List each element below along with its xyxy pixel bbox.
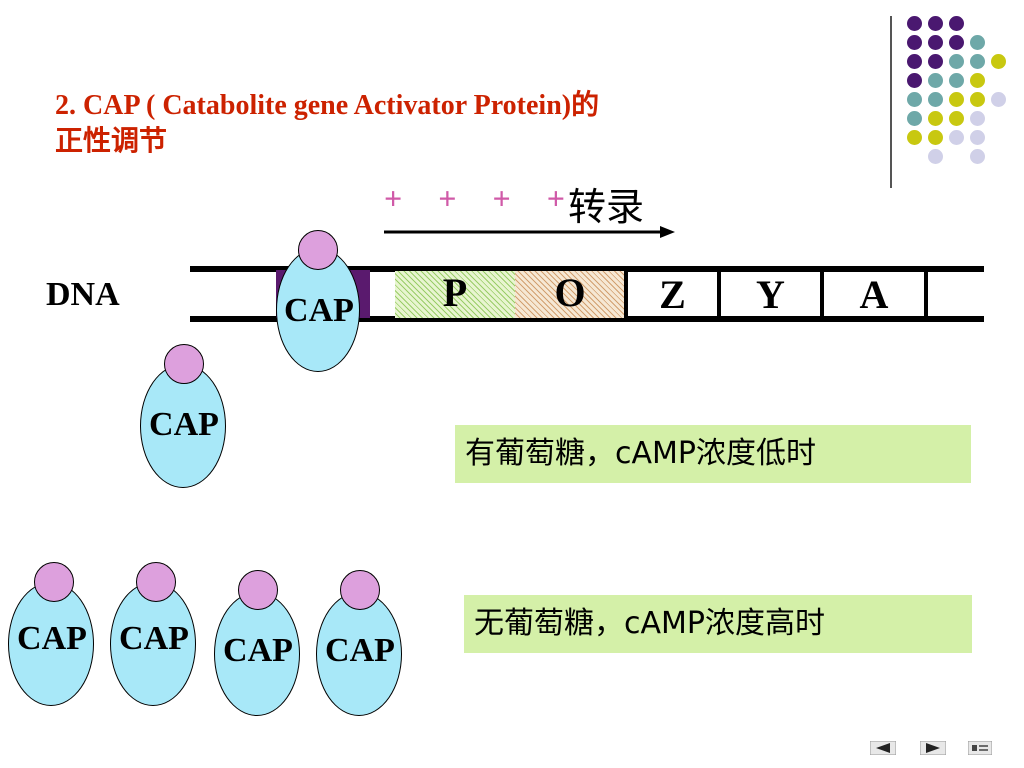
dna-strand-bottom <box>190 316 984 322</box>
dna-label: DNA <box>46 276 120 313</box>
gene-label-a: A <box>859 272 889 317</box>
gene-label-z: Z <box>659 272 686 317</box>
gene-divider <box>624 266 628 322</box>
cap-body <box>110 582 196 706</box>
transcription-plus-signs: + + + + <box>384 180 579 216</box>
cap-body <box>316 592 402 716</box>
note-glucose-present: 有葡萄糖，cAMP浓度低时 <box>455 425 971 483</box>
gene-label-p: P <box>442 270 468 315</box>
next-arrow-icon[interactable] <box>920 741 946 755</box>
camp-molecule <box>34 562 74 602</box>
cap-protein-free: CAP <box>214 568 302 718</box>
prev-arrow-icon[interactable] <box>870 741 896 755</box>
title-line-1: 2. CAP ( Catabolite gene Activator Prote… <box>55 90 600 121</box>
gene-label-y: Y <box>756 272 785 317</box>
gene-divider <box>924 266 928 322</box>
menu-icon[interactable] <box>968 741 992 755</box>
cap-label: CAP <box>119 620 189 657</box>
cap-label: CAP <box>223 632 293 669</box>
camp-molecule <box>136 562 176 602</box>
cap-label: CAP <box>325 632 395 669</box>
cap-body <box>8 582 94 706</box>
decorative-divider <box>890 16 892 188</box>
cap-body <box>214 592 300 716</box>
cap-body <box>140 364 226 488</box>
promoter-region: P <box>395 271 515 318</box>
title-line-2: 正性调节 <box>55 126 168 157</box>
decorative-dot-grid <box>0 0 1024 200</box>
camp-molecule <box>298 230 338 270</box>
transcription-label: 转录 <box>568 185 645 229</box>
camp-molecule <box>164 344 204 384</box>
camp-molecule <box>238 570 278 610</box>
slide-navigation <box>870 741 1000 755</box>
cap-protein-free: CAP <box>140 340 228 490</box>
cap-label: CAP <box>17 620 87 657</box>
camp-molecule <box>340 570 380 610</box>
cap-protein-free: CAP <box>8 560 96 710</box>
cap-label: CAP <box>149 406 219 443</box>
cap-label: CAP <box>284 292 354 329</box>
cap-protein-free: CAP <box>110 560 198 710</box>
gene-label-o: O <box>554 270 586 315</box>
note-glucose-absent: 无葡萄糖，cAMP浓度高时 <box>464 595 972 653</box>
cap-protein-bound: CAP <box>276 228 362 374</box>
gene-divider <box>717 266 721 322</box>
slide-title: 2. CAP ( Catabolite gene Activator Prote… <box>55 88 855 160</box>
cap-protein-free: CAP <box>316 568 404 718</box>
dna-strand-top <box>190 266 984 272</box>
transcription-arrow-icon <box>384 226 675 238</box>
gene-divider <box>820 266 824 322</box>
operator-region: O <box>515 271 625 318</box>
